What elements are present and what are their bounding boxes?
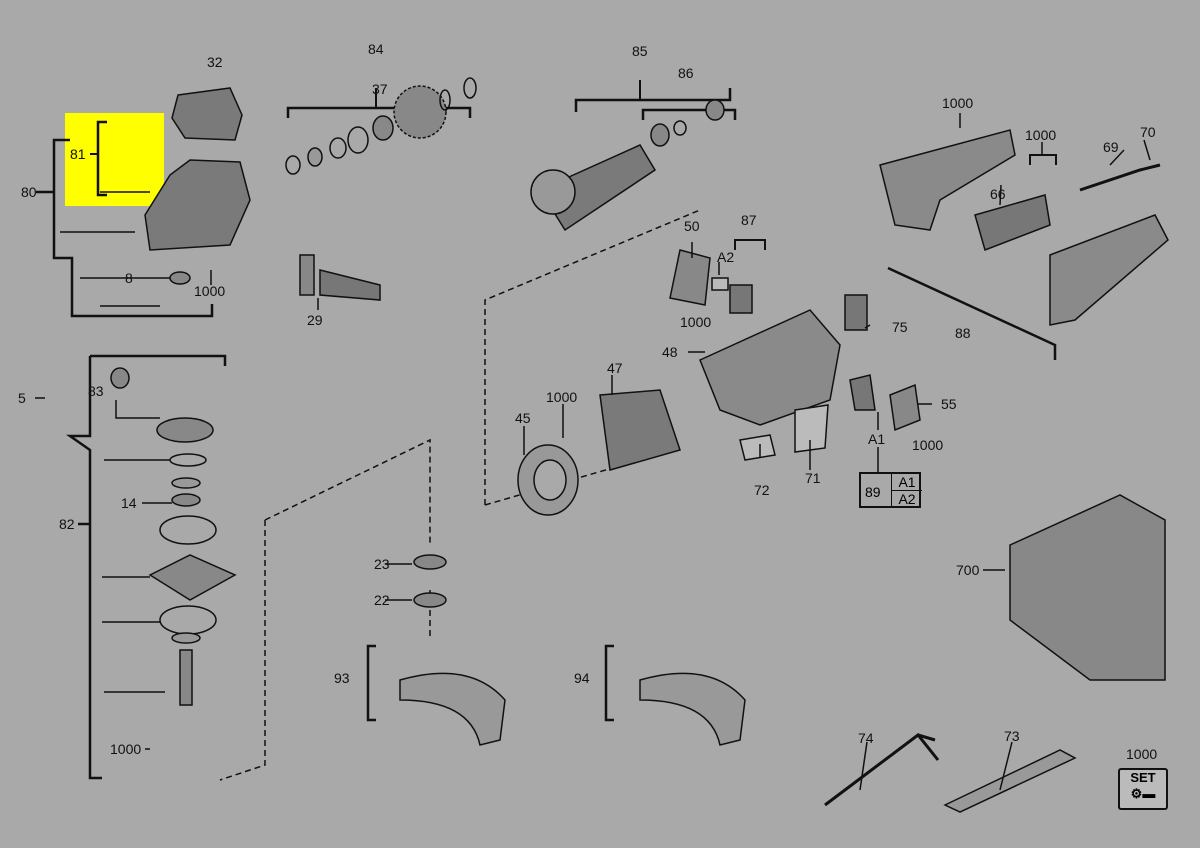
- part-label-83: 83: [88, 383, 104, 399]
- part-label-84: 84: [368, 41, 384, 57]
- part-label-87: 87: [741, 212, 757, 228]
- part-label-1000: 1000: [942, 95, 974, 111]
- part-label-5: 5: [18, 390, 26, 406]
- part-label-72: 72: [754, 482, 770, 498]
- part-label-A1: A1: [868, 431, 886, 447]
- part-label-22: 22: [374, 592, 390, 608]
- part-89-row-a1: A1: [891, 474, 922, 491]
- part-label-93: 93: [334, 670, 350, 686]
- part-label-80: 80: [21, 184, 37, 200]
- part-label-A2: A2: [717, 249, 735, 265]
- part-label-75: 75: [892, 319, 908, 335]
- part-89-table: 89 A1 A2: [859, 472, 922, 508]
- part-label-48: 48: [662, 344, 678, 360]
- part-label-45: 45: [515, 410, 531, 426]
- part-label-1000: 1000: [546, 389, 578, 405]
- part-label-23: 23: [374, 556, 390, 572]
- part-label-50: 50: [684, 218, 700, 234]
- part-label-1000: 1000: [110, 741, 142, 757]
- part-label-55: 55: [941, 396, 957, 412]
- part-label-94: 94: [574, 670, 590, 686]
- part-label-1000: 1000: [1025, 127, 1057, 143]
- part-label-700: 700: [956, 562, 980, 578]
- part-label-29: 29: [307, 312, 323, 328]
- part-label-1000: 1000: [1126, 746, 1158, 762]
- highlight-part-81[interactable]: [65, 113, 164, 206]
- part-label-88: 88: [955, 325, 971, 341]
- part-label-69: 69: [1103, 139, 1119, 155]
- part-label-8: 8: [125, 270, 133, 286]
- part-label-85: 85: [632, 43, 648, 59]
- part-label-1000: 1000: [680, 314, 712, 330]
- part-label-66: 66: [990, 186, 1006, 202]
- part-label-32: 32: [207, 54, 223, 70]
- part-label-1000: 1000: [912, 437, 944, 453]
- part-label-81: 81: [70, 146, 86, 162]
- part-label-74: 74: [858, 730, 874, 746]
- part-label-70: 70: [1140, 124, 1156, 140]
- part-label-73: 73: [1004, 728, 1020, 744]
- part-label-86: 86: [678, 65, 694, 81]
- part-label-47: 47: [607, 360, 623, 376]
- part-89-id: 89: [865, 484, 881, 500]
- part-label-14: 14: [121, 495, 137, 511]
- set-icon-label: SET: [1130, 770, 1156, 785]
- part-label-1000: 1000: [194, 283, 226, 299]
- part-label-37: 37: [372, 81, 388, 97]
- wrench-icon: ⚙▬: [1130, 786, 1156, 801]
- part-label-71: 71: [805, 470, 821, 486]
- set-icon: SET ⚙▬: [1118, 768, 1168, 810]
- part-89-row-a2: A2: [891, 491, 922, 507]
- part-label-82: 82: [59, 516, 75, 532]
